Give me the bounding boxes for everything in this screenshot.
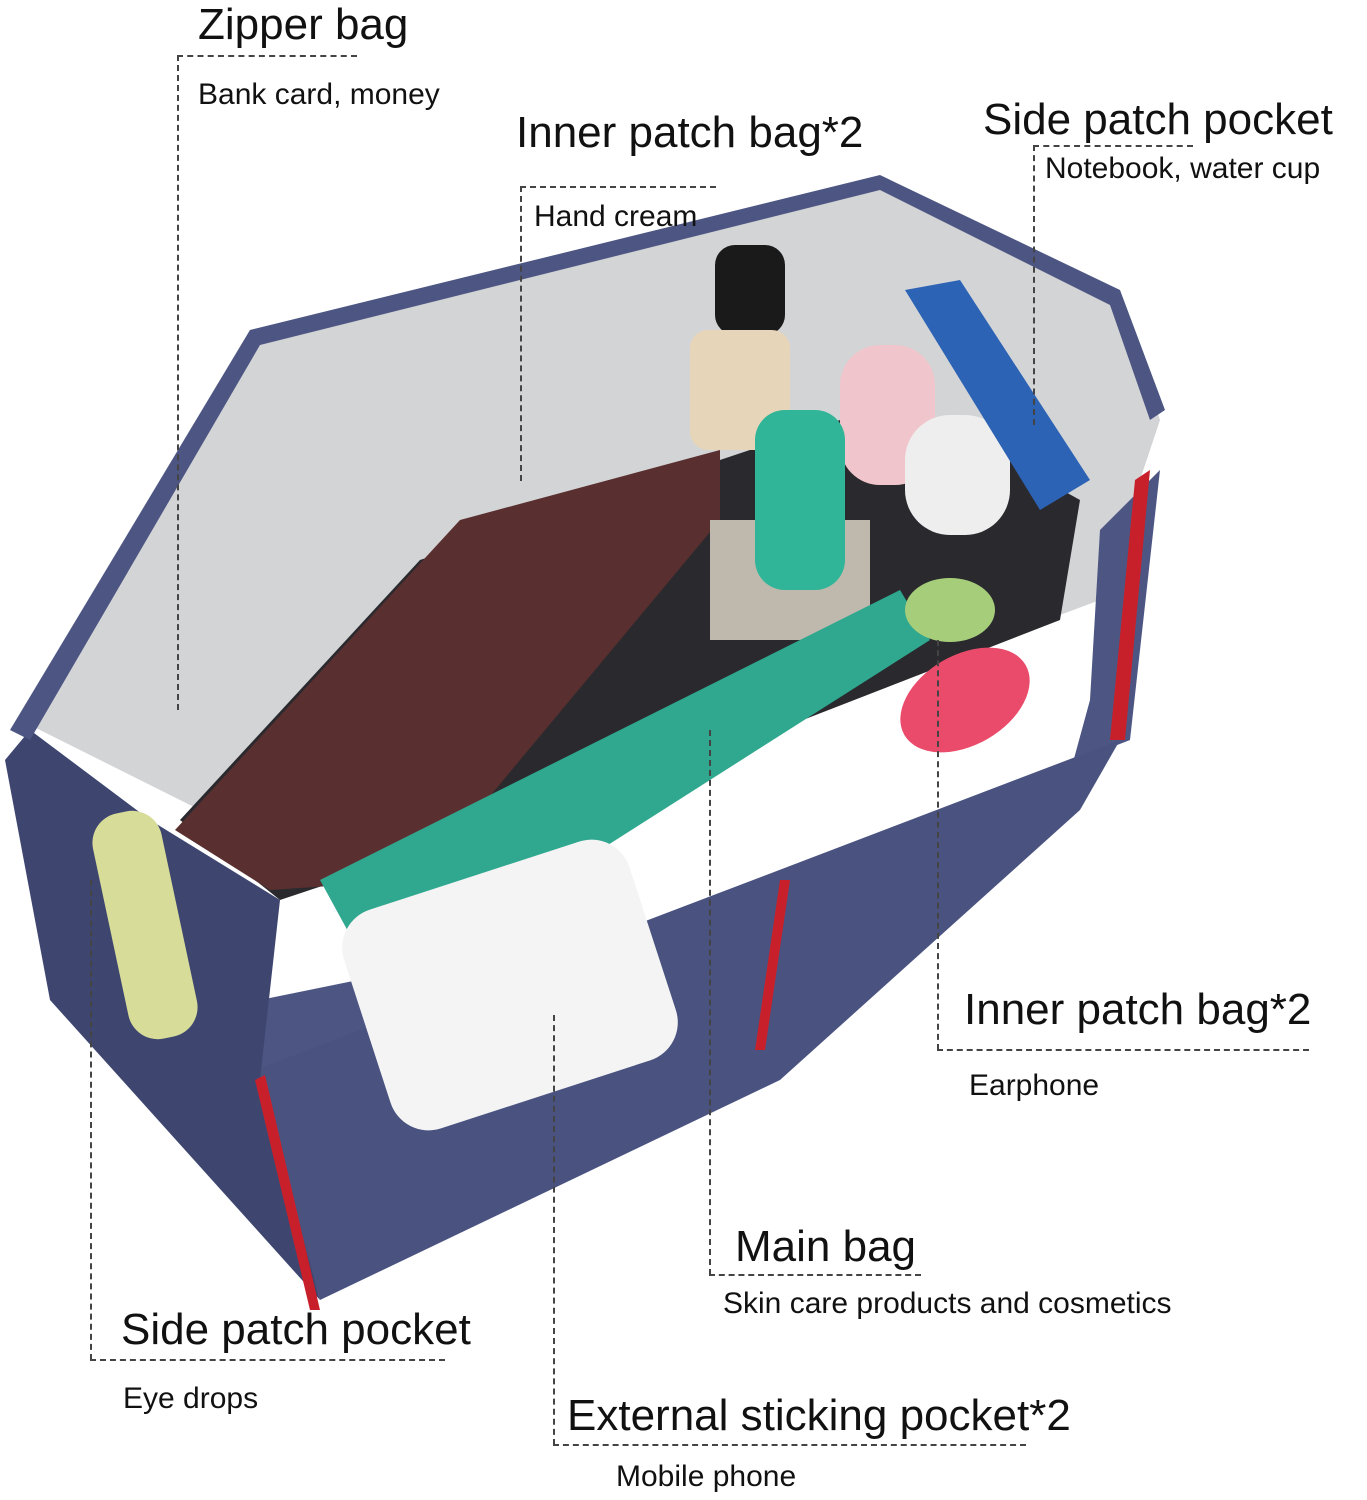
silver-tube [755, 410, 845, 590]
side-patch-pocket-bottom-underline [90, 1359, 445, 1361]
blue-notebook [905, 280, 1090, 510]
side-patch-pocket-top-items: Notebook, water cup [1045, 152, 1321, 185]
bag-right-rim [880, 175, 1165, 420]
external-pocket-leader-line [553, 1015, 555, 1445]
bag-top-rim [10, 175, 880, 740]
inner-patch-bag-top-items: Hand cream [534, 200, 698, 233]
external-pocket-title: External sticking pocket*2 [567, 1391, 1071, 1440]
mobile-phone [342, 839, 678, 1131]
inner-patch-bag-right-items: Earphone [969, 1069, 1100, 1102]
cosmetic-bottle-cap [715, 245, 785, 335]
side-patch-pocket-bottom-leader-line [90, 880, 92, 1360]
inner-patch-bag-top-leader-line [520, 186, 522, 481]
main-bag-items: Skin care products and cosmetics [723, 1287, 1172, 1320]
red-trim-corner [255, 1075, 320, 1310]
inner-patch-bag-right-title: Inner patch bag*2 [964, 985, 1312, 1034]
pink-brush [900, 647, 1030, 753]
side-patch-pocket-bottom-items: Eye drops [123, 1382, 259, 1415]
inner-patch-bag-top-underline [520, 186, 716, 188]
inner-patch-bag-right-underline [937, 1049, 1309, 1051]
notebook-item [175, 450, 720, 890]
red-trim-mid [755, 880, 790, 1050]
bag-front-body [255, 740, 1120, 1300]
side-patch-pocket-top-underline [1033, 145, 1193, 147]
white-jar [905, 415, 1010, 535]
external-pocket-items: Mobile phone [616, 1460, 797, 1493]
inner-patch-bag-top-title: Inner patch bag*2 [516, 108, 864, 157]
side-patch-pocket-bottom-title: Side patch pocket [121, 1305, 471, 1354]
zipper-bag-underline [177, 55, 357, 57]
zipper-bag-items: Bank card, money [198, 78, 440, 111]
green-lid [905, 578, 995, 642]
main-bag-title: Main bag [735, 1222, 917, 1271]
zipper-bag-title: Zipper bag [198, 0, 409, 49]
bag-front-panel [260, 470, 1160, 1080]
red-trim-right [1110, 470, 1150, 740]
side-patch-pocket-top-title: Side patch pocket [983, 95, 1333, 144]
external-pocket-underline [553, 1444, 1026, 1446]
main-bag-leader-line [709, 730, 711, 1275]
zipper-bag-leader-line [177, 55, 179, 710]
eye-drops [92, 810, 198, 1040]
main-bag-underline [709, 1274, 921, 1276]
inner-patch-bag-right-leader-line [937, 640, 939, 1050]
side-patch-pocket-top-leader-line [1033, 145, 1035, 425]
